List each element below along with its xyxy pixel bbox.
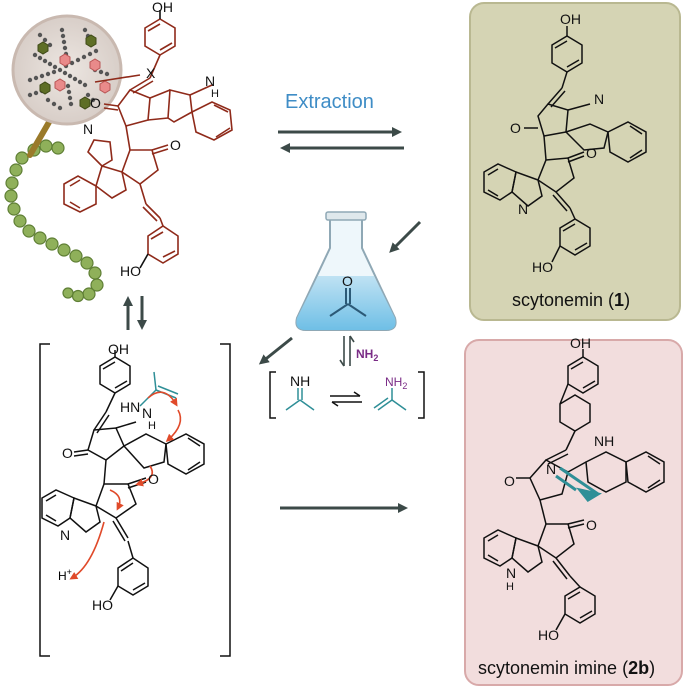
- atom-oh-s1: OH: [560, 11, 581, 27]
- arrow-product-to-flask: [389, 220, 422, 253]
- atom-ho-1: HO: [120, 263, 141, 279]
- atom-h-i-2: H: [506, 581, 514, 593]
- imine-number: 2b: [628, 658, 649, 678]
- hplus-h: H: [58, 569, 67, 583]
- atom-oh-top: OH: [152, 0, 173, 15]
- tautomer-bracket: [269, 371, 425, 419]
- intermediate-structure: [41, 350, 205, 601]
- reagent-nh3-subscript: 2: [373, 353, 378, 363]
- atom-ho-int: HO: [92, 597, 113, 613]
- atom-o-int-2: O: [148, 471, 159, 487]
- intermediate-bracket: [39, 343, 231, 657]
- scytonemin-structure: [483, 26, 647, 263]
- atom-nh-imine: NH: [290, 373, 310, 389]
- svg-text:scytonemin imine (2b): scytonemin imine (2b): [478, 658, 655, 678]
- atom-n-i-2: N: [506, 565, 516, 581]
- atom-h-int-1: H: [148, 420, 156, 432]
- imine-bridge: [555, 466, 602, 502]
- atom-nh2-enamine: NH2: [385, 375, 407, 391]
- atom-n-2: N: [83, 121, 93, 137]
- atom-hn-int: HN: [120, 399, 140, 415]
- arrow-flask-to-intermediate: [258, 336, 293, 365]
- extraction-label: Extraction: [285, 91, 374, 113]
- scytonemin-x-adduct-structure: [63, 10, 233, 269]
- scytonemin-panel: [469, 2, 681, 321]
- atom-n-1: N: [205, 73, 215, 89]
- atom-oh-int: OH: [108, 341, 129, 357]
- atom-o-1: O: [90, 95, 101, 111]
- atom-ho-i: HO: [538, 627, 559, 643]
- electron-push-arrows: [69, 391, 182, 580]
- enamine-nh-text: NH: [385, 375, 402, 389]
- svg-text:scytonemin (1): scytonemin (1): [512, 290, 630, 310]
- atom-n-int-1: N: [142, 405, 152, 421]
- acetone-flask-icon: O: [295, 211, 397, 331]
- atom-o-int-1: O: [62, 445, 73, 461]
- vertical-equilibrium-arrows: [123, 296, 147, 330]
- atom-o-i-1: O: [504, 473, 515, 489]
- atom-n-s1: N: [594, 91, 604, 107]
- imine-name: scytonemin imine: [478, 658, 617, 678]
- enamine-nh2-subscript: 2: [402, 381, 407, 391]
- atom-n-imine: N: [546, 461, 556, 477]
- atom-o-i-2: O: [586, 517, 597, 533]
- atom-oh-i: OH: [570, 335, 591, 351]
- atom-x: X: [146, 65, 156, 81]
- atom-hplus: H+: [58, 567, 72, 583]
- atom-h-1: H: [211, 88, 219, 100]
- hplus-plus: +: [67, 567, 72, 577]
- atom-o-s1: O: [510, 120, 521, 136]
- atom-o-s2: O: [586, 145, 597, 161]
- imine-caption: scytonemin imine (2b): [478, 658, 655, 678]
- atom-o-acetone: O: [342, 273, 353, 289]
- cyanobacteria-illustration: [4, 14, 123, 303]
- atom-o-2: O: [170, 137, 181, 153]
- scytonemin-name: scytonemin: [512, 290, 603, 310]
- atom-nh-i-1: NH: [594, 433, 614, 449]
- ammonia-equilibrium-arrows: [339, 335, 355, 367]
- scytonemin-caption: scytonemin (1): [512, 290, 630, 310]
- atom-ho-s1: HO: [532, 259, 553, 275]
- reagent-nh-text: NH: [356, 347, 373, 361]
- reagent-nh3: NH2: [356, 347, 378, 363]
- imine-panel: [464, 339, 683, 686]
- scytonemin-number: 1: [614, 290, 624, 310]
- atom-n-s2: N: [518, 201, 528, 217]
- atom-n-int-2: N: [60, 527, 70, 543]
- extraction-equilibrium-arrows: [278, 127, 404, 153]
